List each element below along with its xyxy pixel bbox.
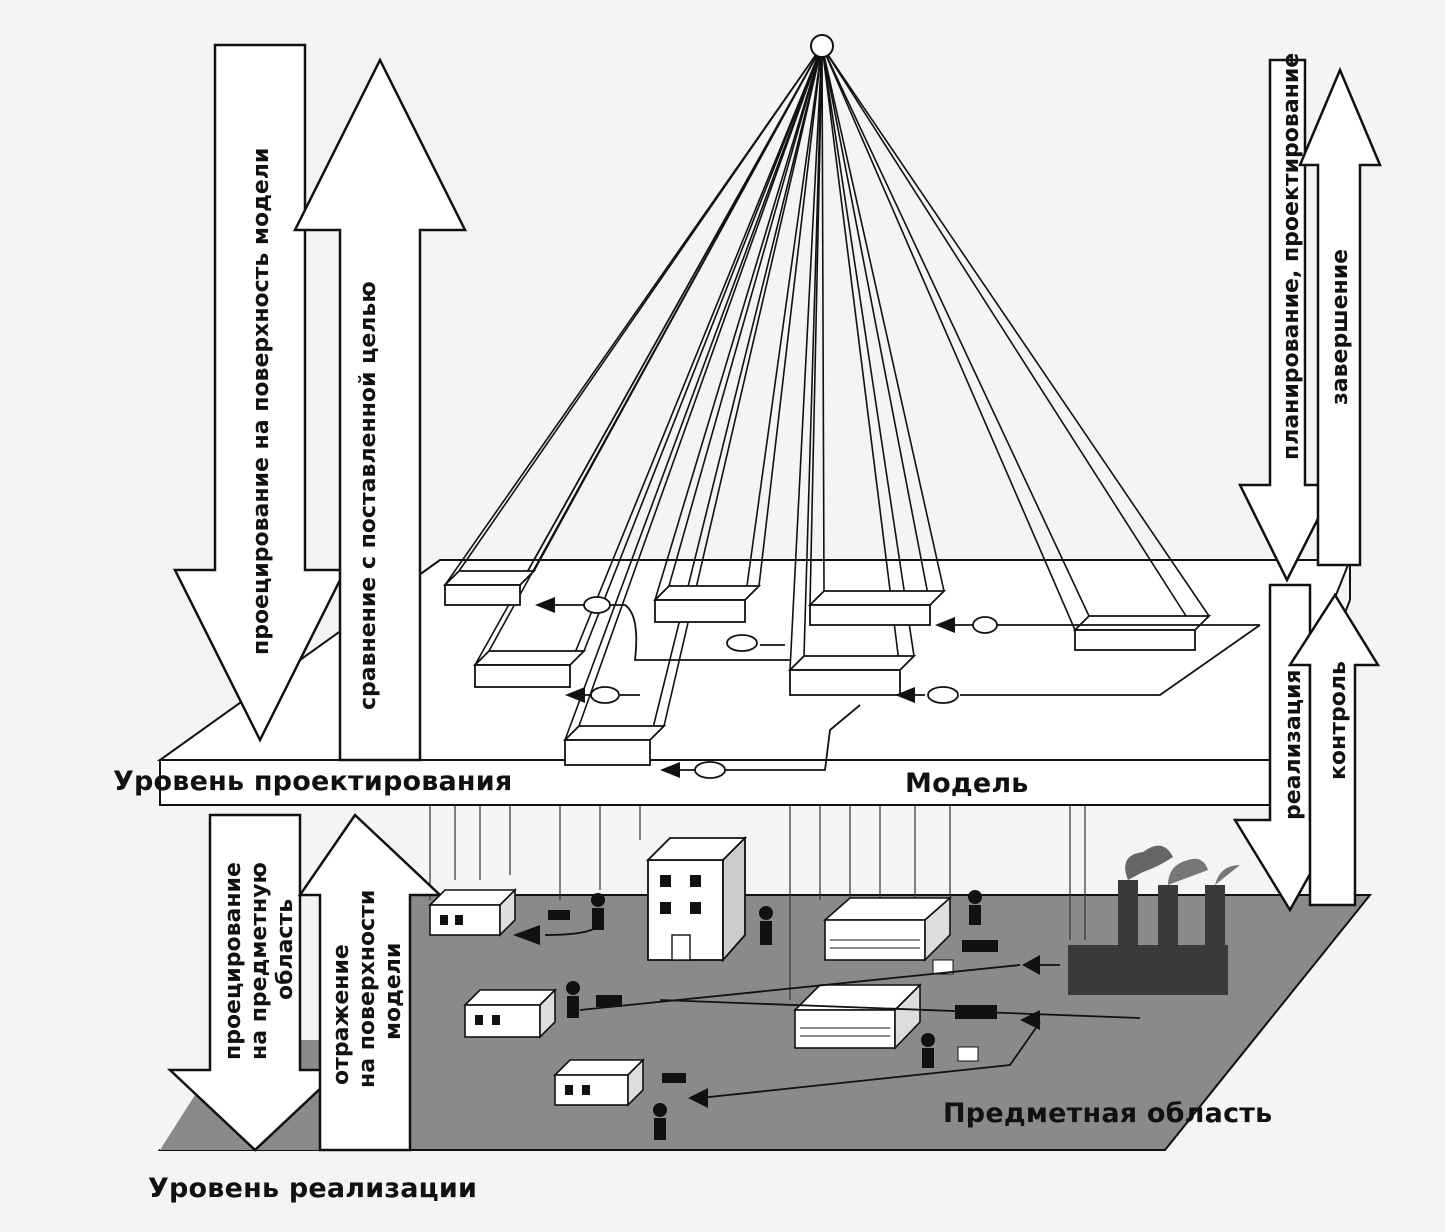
fan-line bbox=[821, 45, 1210, 617]
completion-text: завершение bbox=[1328, 249, 1353, 405]
fan-line bbox=[821, 45, 931, 606]
fan-line bbox=[654, 45, 823, 601]
arrow-completion bbox=[1298, 66, 1382, 567]
projection-to-subject-text-2: на предметную bbox=[247, 862, 272, 1060]
design-level-label: Уровень проектирования bbox=[113, 766, 512, 797]
control-text: контроль bbox=[1326, 661, 1351, 780]
warehouse-2 bbox=[793, 983, 922, 1050]
building-small-2 bbox=[463, 988, 557, 1039]
implementation-text: реализация bbox=[1281, 669, 1306, 820]
model-arrowheads bbox=[535, 597, 955, 778]
fan-line bbox=[474, 45, 823, 666]
people-figures bbox=[566, 890, 982, 1140]
subject-arrows bbox=[544, 914, 1141, 1099]
fan-line bbox=[649, 45, 823, 741]
planning-design-text: планирование, проектирование bbox=[1279, 53, 1304, 460]
model-label: Модель bbox=[905, 768, 1029, 799]
model-box-top bbox=[787, 655, 917, 671]
model-connector-ellipses bbox=[583, 596, 998, 779]
building-small-1 bbox=[428, 888, 517, 937]
projection-drop-lines bbox=[429, 805, 1086, 1000]
fan-line bbox=[789, 45, 823, 671]
fan-line bbox=[744, 45, 823, 601]
fan-line bbox=[821, 45, 915, 657]
building-tall bbox=[645, 835, 748, 963]
model-boxes bbox=[442, 570, 1212, 766]
model-box-front bbox=[654, 599, 746, 623]
fan-line bbox=[578, 45, 823, 727]
fan-line bbox=[821, 45, 825, 592]
model-box-top bbox=[807, 590, 947, 606]
implementation-level-label: Уровень реализации bbox=[148, 1173, 477, 1204]
fan-line bbox=[488, 45, 823, 652]
reflection-text-2: на поверхности bbox=[355, 890, 380, 1088]
fan-line bbox=[458, 45, 823, 572]
reflection-text-3: модели bbox=[381, 943, 406, 1040]
warehouse-1 bbox=[822, 896, 953, 962]
model-box-front bbox=[1074, 629, 1196, 651]
projection-to-model-surface-text: проецирование на поверхность модели bbox=[249, 148, 274, 655]
arrow-comparison-with-goal bbox=[292, 57, 468, 762]
model-box-top bbox=[562, 725, 667, 741]
model-box-top bbox=[472, 650, 587, 666]
fan-line bbox=[821, 45, 1090, 617]
model-box-front bbox=[789, 669, 901, 696]
arrow-reflection-on-model bbox=[297, 813, 444, 1152]
fan-line bbox=[668, 45, 823, 587]
model-box-top bbox=[1072, 615, 1212, 631]
projection-to-subject-text-1: проецирование bbox=[221, 862, 246, 1060]
arrow-projection-to-subject bbox=[166, 813, 344, 1152]
model-box-front bbox=[474, 664, 571, 688]
model-box-front bbox=[564, 739, 651, 766]
comparison-with-goal-text: сравнение с поставленной целью bbox=[356, 281, 381, 710]
model-box-top bbox=[652, 585, 762, 601]
subject-area-label: Предметная область bbox=[943, 1098, 1272, 1129]
fan-line bbox=[821, 45, 1076, 631]
subject-arrowheads bbox=[513, 925, 1040, 1108]
projection-to-subject-text-3: область bbox=[273, 899, 298, 1000]
arrow-control bbox=[1287, 592, 1381, 907]
projection-fan bbox=[444, 45, 1210, 741]
fan-line bbox=[821, 45, 901, 671]
building-small-3 bbox=[553, 1058, 645, 1107]
model-box-front bbox=[444, 584, 521, 606]
model-box-front bbox=[809, 604, 931, 626]
factory bbox=[1068, 845, 1240, 995]
apex-point bbox=[810, 34, 834, 58]
fan-line bbox=[583, 45, 823, 652]
arrow-planning-design bbox=[1237, 58, 1338, 583]
fan-line bbox=[758, 45, 823, 587]
model-box-top bbox=[442, 570, 537, 586]
fan-line bbox=[564, 45, 823, 741]
fan-line bbox=[569, 45, 823, 666]
reflection-text-1: отражение bbox=[329, 944, 354, 1085]
fan-line bbox=[821, 45, 945, 592]
fan-line bbox=[803, 45, 823, 657]
fan-line bbox=[821, 45, 1196, 631]
